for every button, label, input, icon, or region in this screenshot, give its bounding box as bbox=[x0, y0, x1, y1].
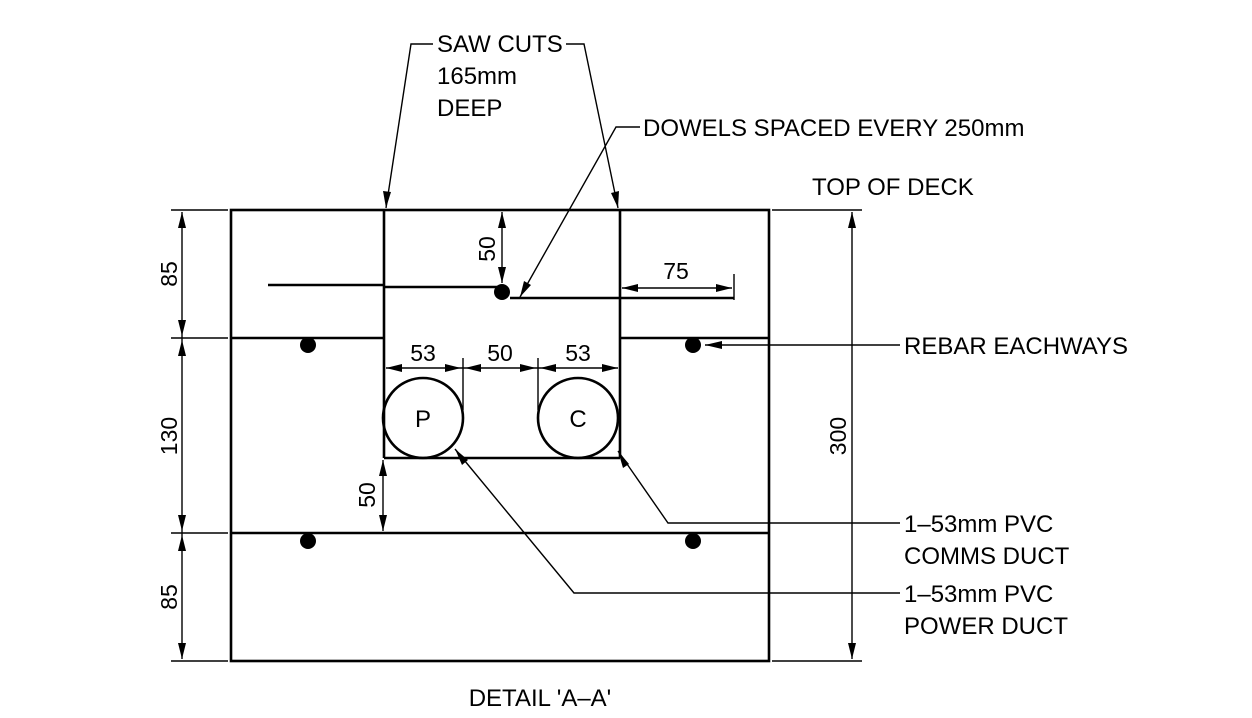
arrow-head bbox=[498, 267, 506, 283]
power-duct bbox=[381, 376, 465, 460]
arrow-head bbox=[383, 191, 391, 208]
arrow-head bbox=[716, 284, 732, 292]
arrow-head bbox=[178, 515, 186, 531]
arrow-head bbox=[379, 460, 387, 476]
leader-power bbox=[454, 448, 900, 594]
dowel-dot bbox=[494, 284, 510, 300]
arrow-head bbox=[622, 284, 638, 292]
arrow-head bbox=[465, 364, 481, 372]
arrow-head bbox=[848, 212, 856, 228]
arrow-head bbox=[445, 364, 461, 372]
label-dowels: DOWELS SPACED EVERY 250mm bbox=[643, 115, 1024, 142]
detail-caption: DETAIL 'A–A' bbox=[469, 685, 612, 712]
arrow-head bbox=[611, 191, 619, 208]
arrow-head bbox=[498, 212, 506, 228]
label-power-2: POWER DUCT bbox=[904, 613, 1068, 640]
dim-duct-c: 53 bbox=[565, 340, 591, 366]
leader-comms bbox=[617, 450, 900, 524]
comms-duct bbox=[536, 376, 620, 460]
dim-duct-gap: 50 bbox=[487, 340, 513, 366]
label-saw-cuts: SAW CUTS bbox=[437, 31, 563, 58]
rebar-dot bbox=[300, 337, 316, 353]
dim-total: 300 bbox=[825, 417, 851, 455]
arrow-head bbox=[178, 340, 186, 356]
deck-section-outline bbox=[229, 208, 771, 663]
leader-saw-cut-left bbox=[385, 43, 433, 209]
label-top-of-deck: TOP OF DECK bbox=[812, 174, 974, 201]
arrow-head bbox=[178, 535, 186, 551]
arrow-head bbox=[602, 364, 618, 372]
arrow-head bbox=[455, 449, 468, 465]
dim-cover: 50 bbox=[354, 482, 380, 508]
rebar-dot bbox=[685, 533, 701, 549]
rebar-dot bbox=[685, 337, 701, 353]
arrow-head bbox=[386, 364, 402, 372]
dim-left-mid: 130 bbox=[156, 417, 182, 455]
dim-duct-p: 53 bbox=[410, 340, 436, 366]
arrow-head bbox=[618, 451, 629, 468]
comms-duct-letter: C bbox=[569, 406, 586, 433]
dim-left-top: 85 bbox=[156, 261, 182, 287]
label-rebar: REBAR EACHWAYS bbox=[904, 333, 1128, 360]
label-power-1: 1–53mm PVC bbox=[904, 581, 1053, 608]
arrow-head bbox=[848, 643, 856, 659]
arrow-head bbox=[178, 320, 186, 336]
arrow-head bbox=[178, 643, 186, 659]
arrow-head bbox=[520, 281, 531, 297]
arrow-head bbox=[705, 341, 722, 349]
label-comms-1: 1–53mm PVC bbox=[904, 511, 1053, 538]
label-saw-cuts-deep: DEEP bbox=[437, 95, 502, 122]
power-duct-letter: P bbox=[415, 406, 431, 433]
arrow-head bbox=[178, 212, 186, 228]
leader-saw-cut-right bbox=[566, 43, 619, 209]
arrow-head bbox=[520, 364, 536, 372]
arrow-head bbox=[540, 364, 556, 372]
rebar-dot bbox=[300, 533, 316, 549]
label-saw-cuts-depth: 165mm bbox=[437, 63, 517, 90]
dim-dowel-depth: 50 bbox=[474, 236, 500, 262]
arrow-head bbox=[379, 515, 387, 531]
label-comms-2: COMMS DUCT bbox=[904, 543, 1070, 570]
dim-dowel-ext: 75 bbox=[663, 258, 689, 284]
leader-dowels bbox=[519, 126, 640, 298]
dim-left-bottom: 85 bbox=[156, 584, 182, 610]
